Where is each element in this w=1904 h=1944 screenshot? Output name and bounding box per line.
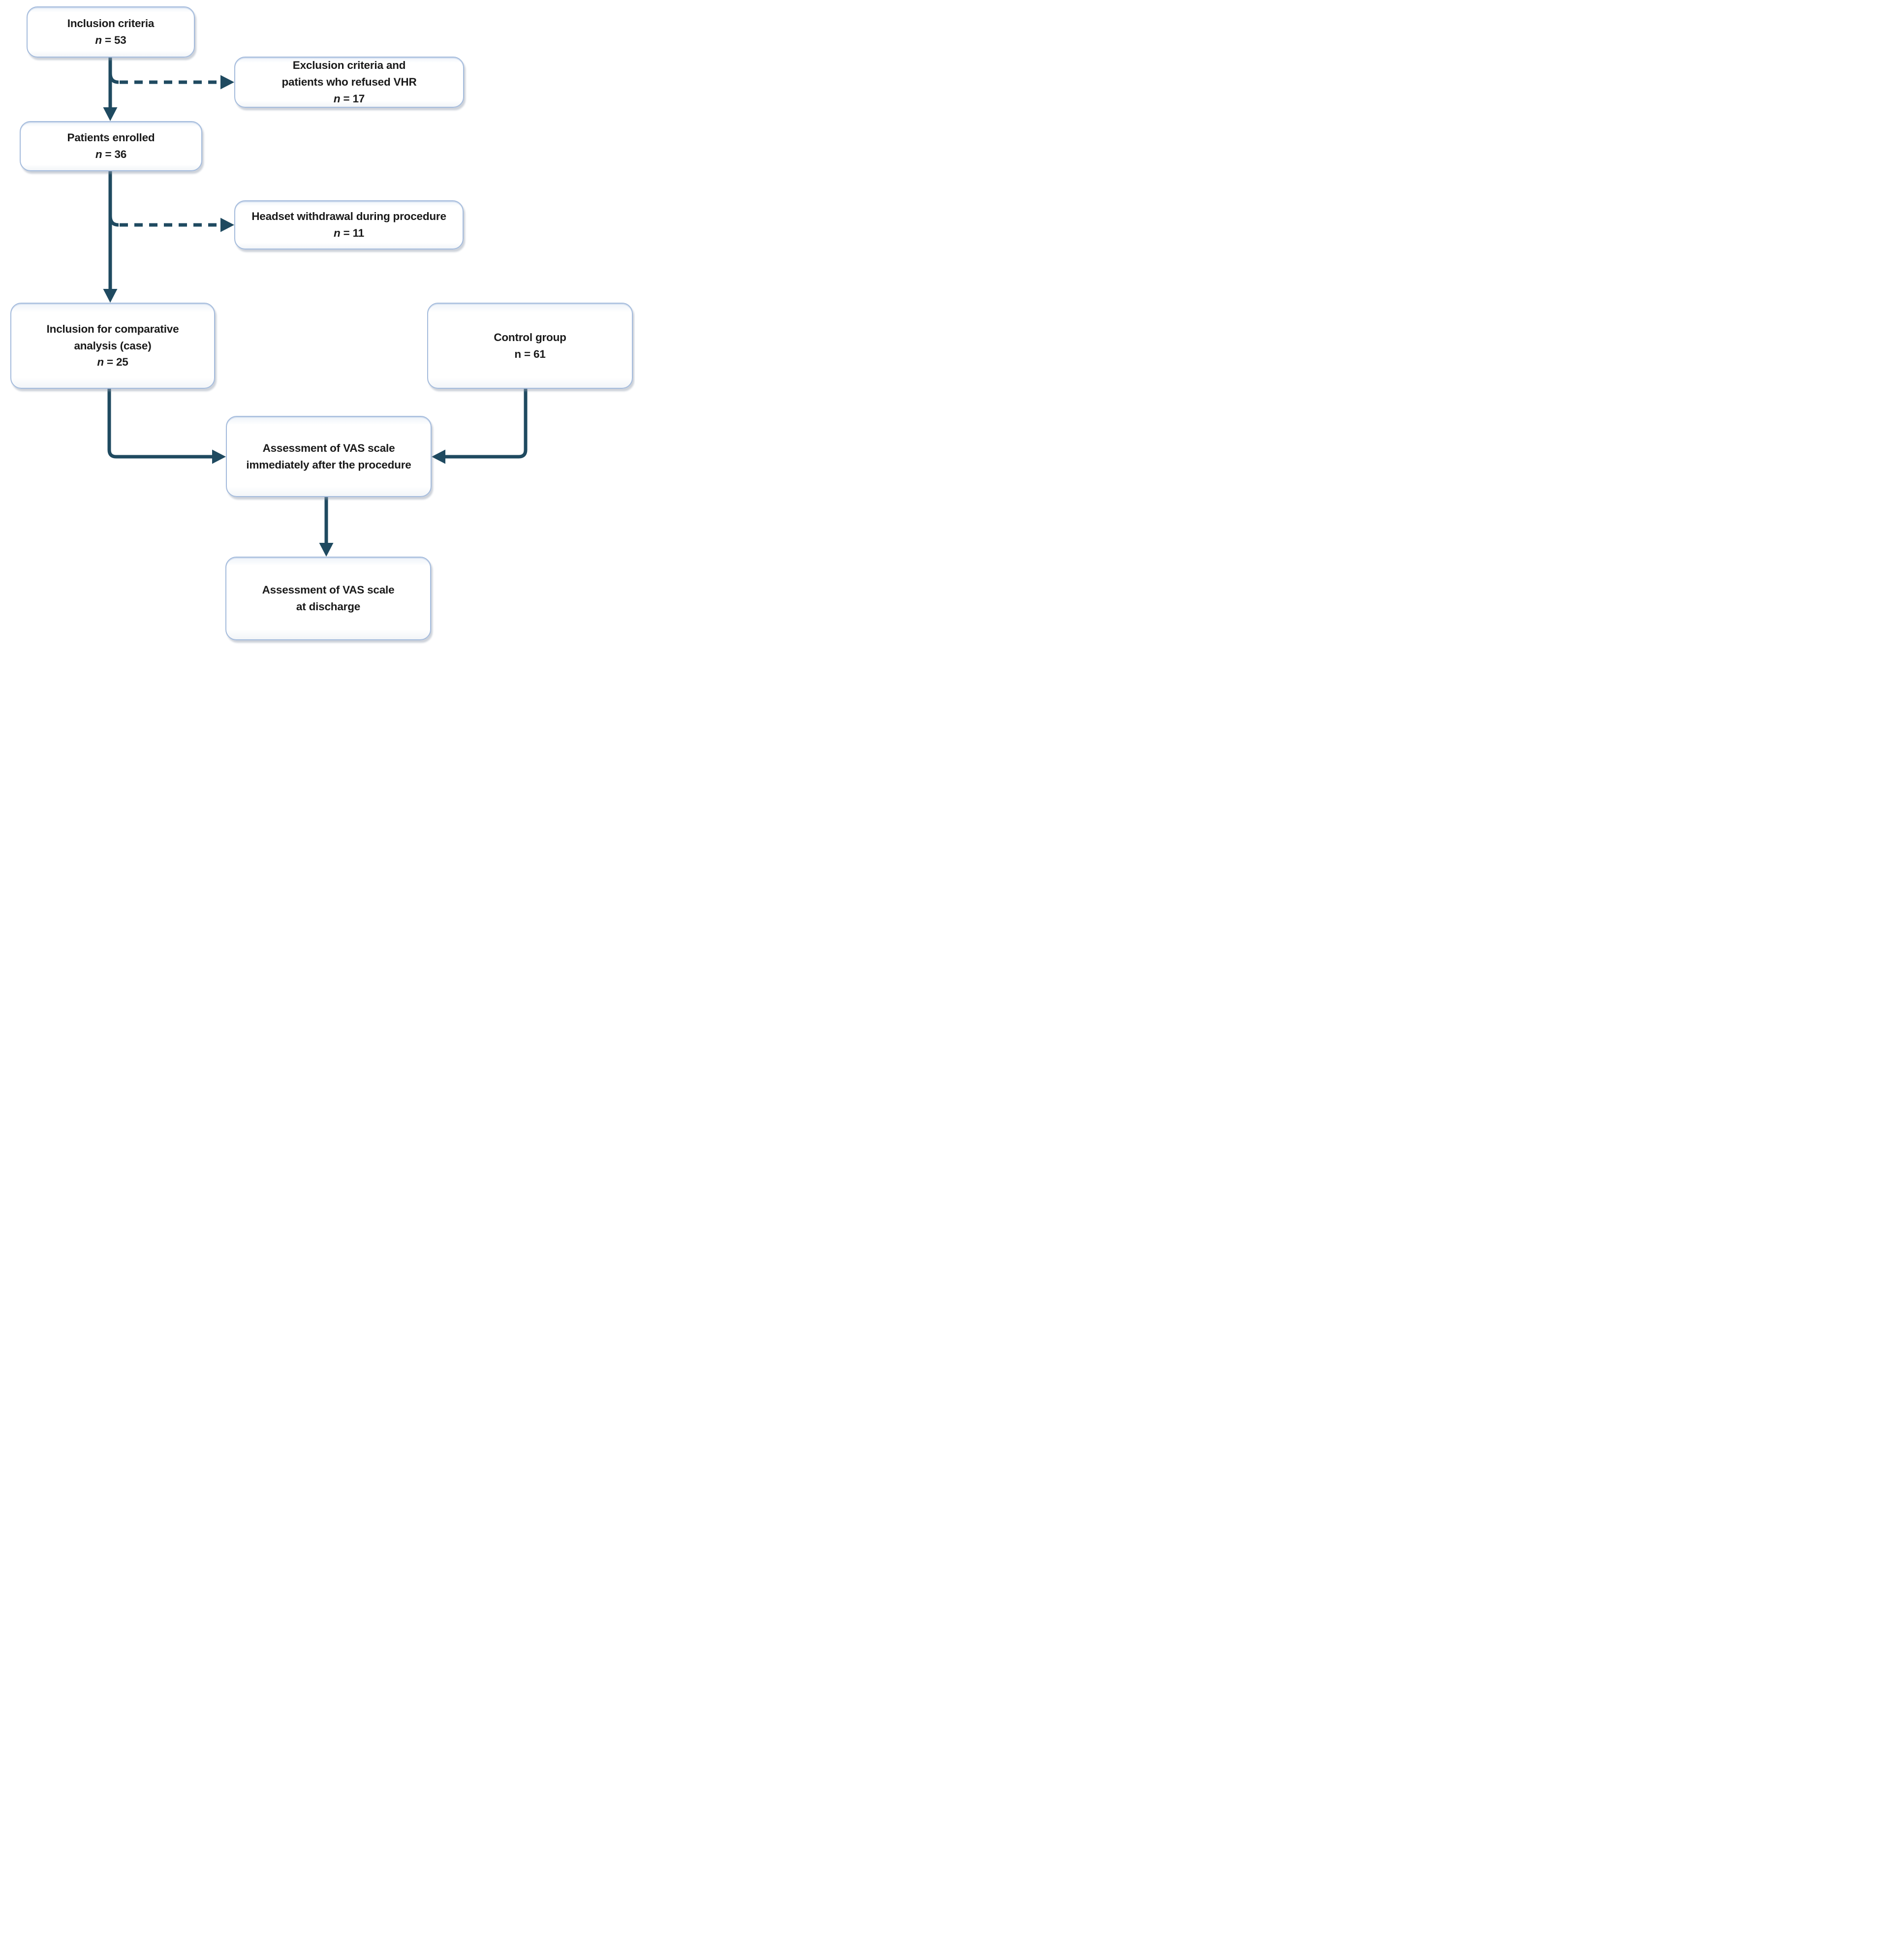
node-count: n = 17 (334, 91, 365, 107)
edge-inclusion-to-exclusion (108, 73, 234, 90)
n-symbol: n (95, 34, 102, 46)
n-symbol: n (97, 356, 104, 369)
node-label-line: immediately after the procedure (246, 458, 411, 471)
node-count: n = 25 (97, 354, 128, 371)
edge-enrolled-to-headset (108, 216, 234, 232)
node-label-line: Exclusion criteria and (292, 59, 406, 72)
node-exclusion-criteria: Exclusion criteria and patients who refu… (234, 57, 464, 108)
edge-enrolled-to-comparative (103, 171, 118, 303)
n-value: = 61 (521, 347, 546, 360)
node-label-line: Inclusion for comparative (46, 322, 179, 335)
n-value: = 25 (103, 356, 128, 369)
node-inclusion-criteria: Inclusion criteria n = 53 (27, 6, 195, 58)
n-symbol: n (334, 227, 341, 239)
n-value: = 17 (340, 92, 365, 105)
node-count: n = 53 (95, 32, 126, 49)
n-symbol: n (514, 347, 521, 360)
node-vas-at-discharge: Assessment of VAS scale at discharge (225, 557, 431, 640)
node-control-group: Control group n = 61 (427, 303, 633, 389)
node-comparative-inclusion: Inclusion for comparative analysis (case… (10, 303, 215, 389)
node-label-line: Assessment of VAS scale (262, 584, 395, 596)
node-count: n = 11 (334, 225, 364, 242)
edge-control-to-vas-after (432, 389, 528, 464)
edge-comparative-to-vas-after (107, 389, 226, 464)
node-vas-after-procedure: Assessment of VAS scale immediately afte… (226, 416, 432, 497)
node-label-line: Inclusion criteria (67, 17, 155, 30)
node-label-line: Assessment of VAS scale (262, 441, 395, 454)
node-label-line: at discharge (296, 600, 361, 613)
node-headset-withdrawal: Headset withdrawal during procedure n = … (234, 200, 464, 250)
flow-diagram: Inclusion criteria n = 53 Exclusion crit… (0, 0, 635, 648)
n-value: = 53 (101, 34, 126, 46)
n-symbol: n (333, 92, 341, 105)
node-label-line: patients who refused VHR (281, 76, 417, 89)
n-symbol: n (95, 148, 102, 160)
node-patients-enrolled: Patients enrolled n = 36 (20, 121, 202, 171)
node-label-line: analysis (case) (74, 339, 152, 352)
edge-inclusion-to-enrolled (103, 58, 118, 121)
edge-vas-after-to-discharge (319, 497, 334, 557)
node-count: n = 61 (514, 346, 545, 363)
node-label-line: Control group (494, 331, 566, 344)
n-value: = 11 (340, 227, 365, 239)
node-label-line: Patients enrolled (67, 131, 155, 144)
node-label-line: Headset withdrawal during procedure (251, 210, 446, 223)
n-value: = 36 (102, 148, 127, 160)
node-count: n = 36 (95, 146, 126, 163)
